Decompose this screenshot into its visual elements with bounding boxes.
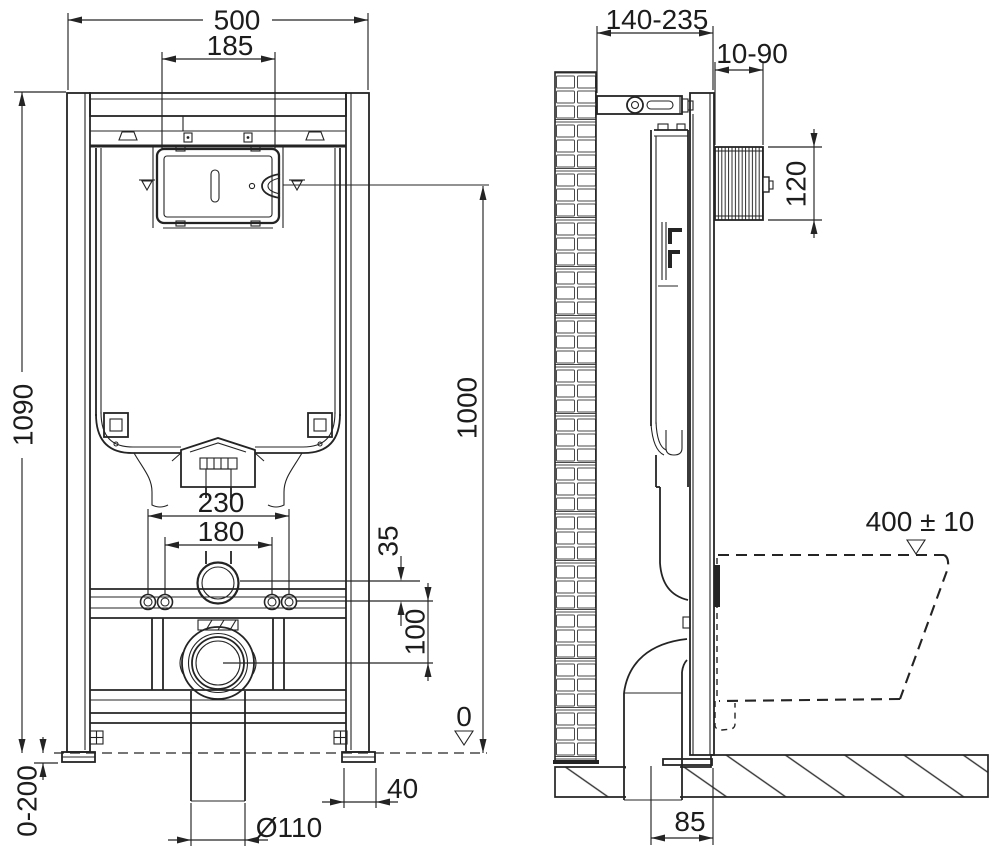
- dim-offset-pipe: 35: [373, 525, 404, 556]
- cistern-side: [650, 123, 689, 601]
- anchor-holes: [139, 593, 298, 611]
- dim-overall-width: 500: [214, 5, 261, 36]
- frame-rails: [66, 92, 370, 753]
- dim-frame-height: 1090: [8, 384, 39, 446]
- dim-drain-diameter: Ø110: [256, 812, 322, 843]
- dim-foot-depth: 40: [387, 773, 418, 804]
- flush-pipe-circle: [196, 561, 240, 605]
- dim-leg-range: 0-200: [12, 765, 43, 837]
- drain-flange: [179, 619, 257, 700]
- lower-frame: [90, 588, 346, 724]
- floor-slab: [554, 754, 989, 802]
- panel-pin: [248, 182, 256, 190]
- wall-section: [553, 71, 599, 764]
- dim-actuator-range: 10-90: [716, 38, 788, 69]
- side-view: 140-235 10-90 120 400 ± 10 85: [553, 4, 989, 845]
- flush-slot: [210, 169, 220, 203]
- frame-feet: [61, 730, 376, 763]
- toilet-bowl-outline: [714, 553, 950, 731]
- dim-actuation-height: 1000: [452, 377, 483, 439]
- dim-bolts-outer: 230: [198, 487, 245, 518]
- dim-zero-level: 0: [456, 701, 472, 732]
- dim-box-height: 120: [781, 161, 812, 208]
- dim-depth-range: 140-235: [606, 4, 709, 35]
- dim-offset-drain: 100: [400, 609, 431, 656]
- side-dimensions: 140-235 10-90 120 400 ± 10 85: [596, 4, 975, 845]
- bowl-level-triangle-icon: [905, 539, 927, 556]
- top-crossbar: [89, 92, 347, 148]
- dim-outlet-offset: 85: [674, 806, 705, 837]
- box-knob: [762, 176, 770, 193]
- bowl-outlet-outline: [714, 701, 736, 731]
- waste-bend-side: [623, 638, 688, 801]
- waste-pipe-front: [190, 691, 246, 802]
- panel-clip: [261, 173, 281, 199]
- frame-profile-side: [662, 92, 720, 766]
- wall-bracket: [596, 95, 694, 115]
- zero-level-triangle-icon: [453, 730, 475, 747]
- front-view: 500 185 1090 1000 0 230: [8, 5, 489, 846]
- cistern-front: [95, 147, 341, 564]
- level-mark-left: [139, 179, 155, 192]
- dim-panel-width: 185: [207, 30, 254, 61]
- front-dimensions: 500 185 1090 1000 0 230: [8, 5, 487, 846]
- dim-bolts-inner: 180: [198, 516, 245, 547]
- access-panel: [139, 145, 489, 227]
- protection-box: [714, 146, 774, 221]
- dim-bowl-top-height: 400 ± 10: [866, 506, 975, 537]
